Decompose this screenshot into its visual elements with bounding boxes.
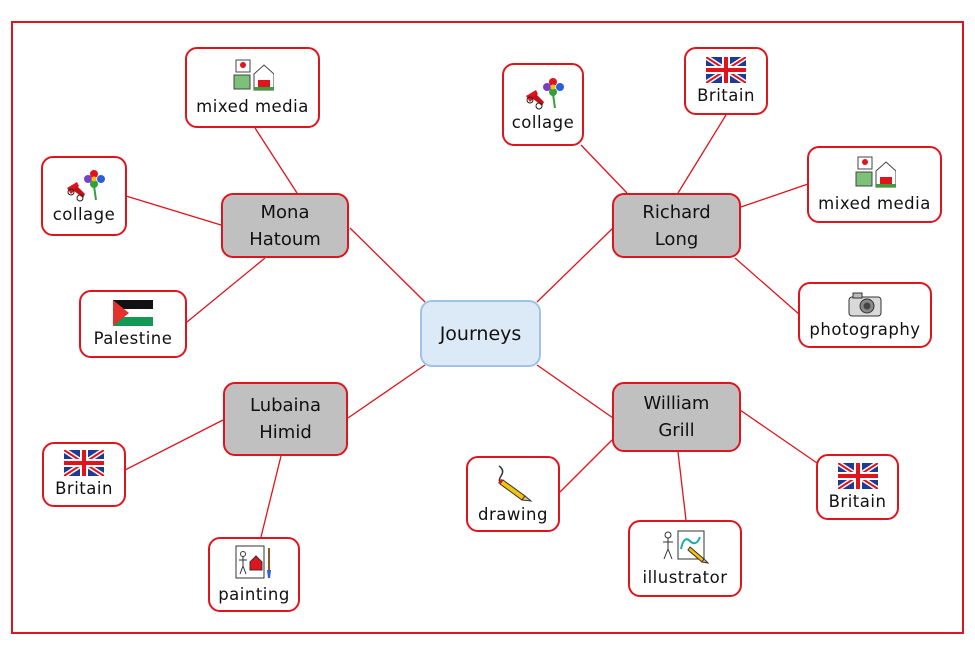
uk-flag-icon	[837, 462, 878, 489]
link-center-richard	[536, 227, 614, 303]
artist-node-william-grill[interactable]: William Grill	[612, 382, 741, 452]
link-richard-britain	[677, 114, 727, 194]
camera-icon	[848, 292, 882, 316]
artist-last-name: Hatoum	[249, 228, 321, 250]
link-richard-photography	[734, 257, 801, 316]
link-lubaina-britain	[124, 419, 224, 471]
attribute-label: Palestine	[93, 328, 173, 348]
artist-first-name: Lubaina	[249, 395, 321, 416]
link-william-drawing	[559, 439, 613, 493]
attribute-label: collage	[511, 113, 575, 132]
artist-first-name: Richard	[642, 201, 711, 223]
artist-last-name: Himid	[259, 422, 312, 443]
artist-node-lubaina-himid[interactable]: Lubaina Himid	[223, 382, 348, 456]
central-topic-label: Journeys	[439, 322, 522, 345]
collage-icon	[526, 78, 564, 110]
link-mona-collage	[125, 195, 222, 226]
link-center-william	[536, 364, 614, 419]
link-lubaina-painting	[260, 455, 282, 538]
diagram-frame	[11, 21, 964, 634]
link-mona-palestine	[186, 257, 266, 323]
uk-flag-icon	[64, 450, 104, 476]
uk-flag-icon	[706, 56, 746, 83]
attribute-node-painting[interactable]: painting	[208, 537, 300, 612]
attribute-node-britain[interactable]: Britain	[816, 454, 899, 520]
attribute-label: Britain	[697, 85, 755, 105]
attribute-node-collage[interactable]: collage	[502, 63, 584, 146]
attribute-node-britain[interactable]: Britain	[42, 442, 126, 507]
attribute-label: mixed media	[818, 194, 931, 213]
attribute-node-drawing[interactable]: drawing	[466, 456, 560, 532]
link-center-lubaina	[347, 364, 426, 419]
artist-node-mona-hatoum[interactable]: Mona Hatoum	[221, 193, 349, 258]
attribute-label: painting	[218, 585, 290, 604]
artist-first-name: Mona	[260, 201, 310, 223]
artist-last-name: Grill	[658, 420, 695, 441]
attribute-label: illustrator	[642, 568, 728, 587]
attribute-node-palestine[interactable]: Palestine	[79, 290, 187, 358]
attribute-node-mixed-media[interactable]: mixed media	[807, 146, 942, 223]
illustrator-icon	[663, 530, 710, 564]
attribute-label: Britain	[828, 491, 887, 511]
attribute-label: drawing	[478, 504, 548, 524]
link-richard-mixed-media	[740, 183, 809, 208]
artist-last-name: Long	[654, 228, 699, 250]
collage-icon	[67, 169, 105, 201]
artist-node-richard-long[interactable]: Richard Long	[612, 193, 741, 258]
attribute-label: collage	[52, 204, 116, 224]
pencil-icon	[498, 464, 533, 502]
link-william-britain	[739, 409, 818, 464]
painting-icon	[235, 545, 271, 579]
link-mona-mixed-media	[254, 127, 298, 194]
link-william-illustrator	[677, 451, 687, 521]
attribute-node-illustrator[interactable]: illustrator	[628, 520, 742, 597]
attribute-node-collage[interactable]: collage	[41, 156, 127, 236]
mixed-media-icon	[233, 59, 274, 91]
attribute-label: photography	[809, 319, 921, 339]
link-richard-collage	[580, 144, 628, 194]
attribute-node-mixed-media[interactable]: mixed media	[185, 47, 320, 128]
link-center-mona	[349, 227, 426, 303]
palestine-flag-icon	[113, 299, 153, 326]
attribute-node-photography[interactable]: photography	[798, 282, 932, 348]
artist-first-name: William	[643, 393, 710, 414]
attribute-label: mixed media	[196, 97, 309, 116]
central-topic[interactable]: Journeys	[420, 300, 541, 367]
attribute-node-britain[interactable]: Britain	[684, 47, 768, 115]
mixed-media-icon	[855, 156, 896, 188]
attribute-label: Britain	[55, 479, 113, 498]
